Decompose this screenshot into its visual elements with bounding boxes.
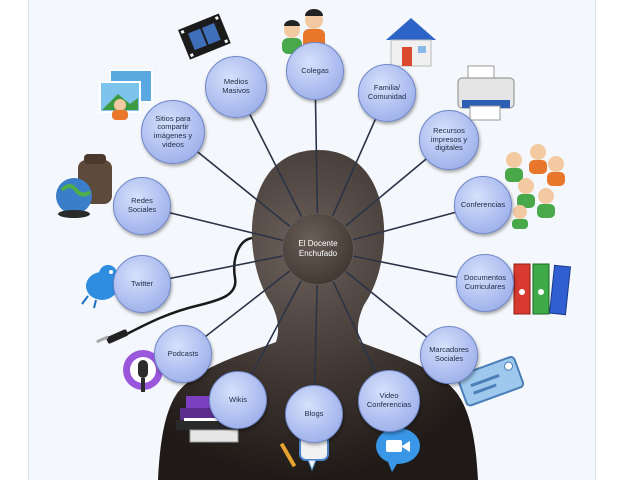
node-video: Video Conferencias <box>358 370 420 432</box>
node-colegas: Colegas <box>286 42 344 100</box>
node-label: Conferencias <box>460 199 506 209</box>
printer-icon <box>457 65 515 121</box>
node-recursos: Recursos impresos y digitales <box>419 110 479 170</box>
node-medios: Medios Masivos <box>205 56 267 118</box>
node-label: Wikis <box>229 394 247 404</box>
microphone-icon <box>123 350 163 392</box>
node-familia: Familia/ Comunidad <box>358 64 416 122</box>
node-label: Podcasts <box>167 348 199 358</box>
node-marcadores: Marcadores Sociales <box>420 326 478 384</box>
people-group-icon <box>505 144 565 229</box>
node-label: Video Conferencias <box>366 391 412 409</box>
center-label: El Docente Enchufado <box>298 239 338 258</box>
backpack-globe-icon <box>56 154 112 218</box>
node-wikis: Wikis <box>209 371 267 429</box>
node-label: Blogs <box>304 408 324 418</box>
node-label: Marcadores Sociales <box>429 345 469 363</box>
binders-icon <box>513 263 572 316</box>
earphone-plug-icon <box>96 329 129 344</box>
node-podcasts: Podcasts <box>154 325 212 383</box>
center-node: El Docente Enchufado <box>282 213 354 285</box>
node-conferencias: Conferencias <box>454 176 512 234</box>
node-label: Colegas <box>301 65 329 75</box>
node-label: Medios Masivos <box>222 77 250 95</box>
photos-icon <box>99 69 153 120</box>
node-twitter: Twitter <box>113 255 171 313</box>
node-redes: Redes Sociales <box>113 177 171 235</box>
node-documentos: Documentos Curriculares <box>456 254 514 312</box>
node-label: Sitios para compartir imágenes y videos <box>153 113 193 149</box>
film-strip-icon <box>178 13 231 60</box>
tag-icon <box>457 356 525 407</box>
node-blogs: Blogs <box>285 385 343 443</box>
node-label: Recursos impresos y digitales <box>430 126 468 153</box>
video-camera-icon <box>376 428 420 472</box>
node-label: Twitter <box>130 278 154 288</box>
house-icon <box>386 18 436 67</box>
node-label: Documentos Curriculares <box>463 273 507 291</box>
node-sitios: Sitios para compartir imágenes y videos <box>141 100 205 164</box>
node-label: Familia/ Comunidad <box>367 83 407 101</box>
node-label: Redes Sociales <box>127 196 157 214</box>
earphone-cable <box>124 236 253 337</box>
